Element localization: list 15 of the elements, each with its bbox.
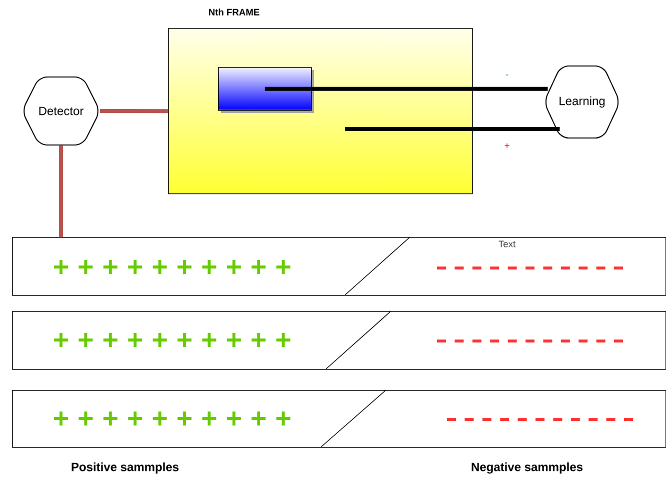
hexagon-node: Learning [545,65,619,139]
hexagon-node: Detector [24,76,98,146]
caption-label: Positive sammples [72,462,179,474]
node-label: Nth FRAME [208,8,260,16]
edge-label: + [504,143,510,148]
connector-line [59,145,63,237]
sample-strip [12,311,666,370]
edge-label: - [506,74,508,76]
connector-line [264,86,548,91]
sample-strip [12,390,666,448]
connector-line [100,109,168,114]
gradient-box [218,67,314,113]
connector-line [345,127,560,131]
caption-label: Negative sammples [472,462,583,474]
sample-strip: Text [12,237,666,296]
